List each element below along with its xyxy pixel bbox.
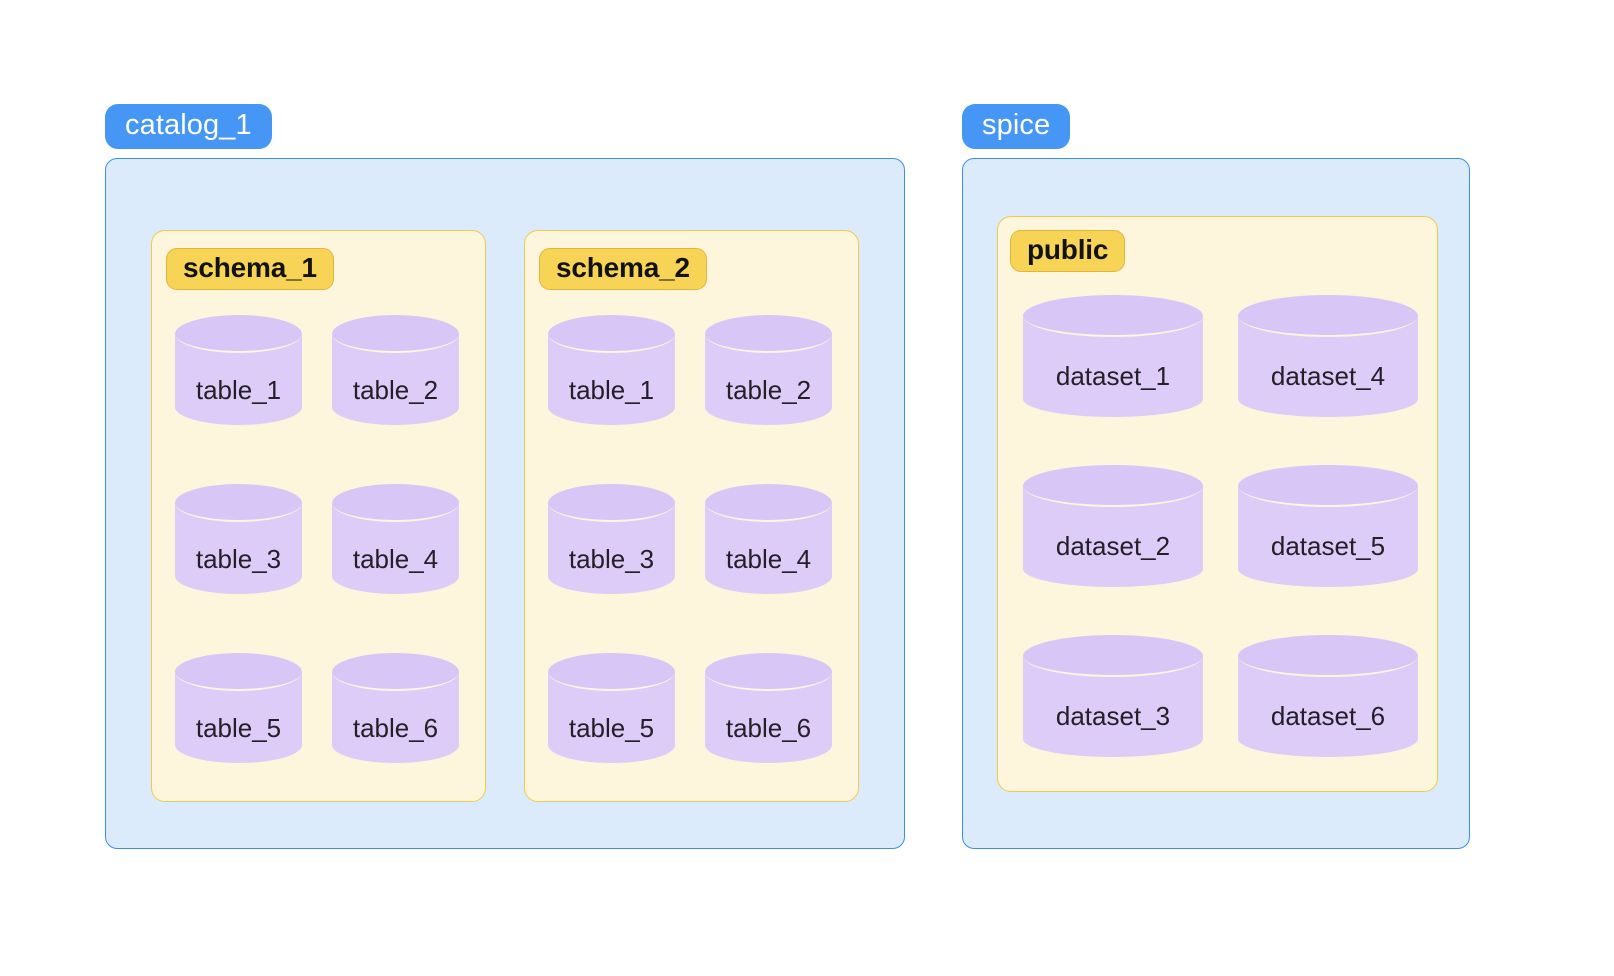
schema-badge-schema_2[interactable]: schema_2	[539, 248, 707, 290]
schema-badge-schema_1[interactable]: schema_1	[166, 248, 334, 290]
dataset-cylinder[interactable]: dataset_4	[1238, 295, 1418, 417]
cylinder-top-ellipse	[548, 315, 675, 353]
cylinder-top-ellipse	[332, 315, 459, 353]
schema-box-public[interactable]: public dataset_1 dataset_4 dataset_2	[997, 216, 1438, 792]
catalog-box-catalog_1[interactable]: schema_1 table_1 table_2 table_3	[105, 158, 905, 849]
cylinder-top-ellipse	[705, 653, 832, 691]
table-cylinder[interactable]: table_6	[332, 653, 459, 763]
table-cylinder[interactable]: table_3	[175, 484, 302, 594]
catalog-badge-spice[interactable]: spice	[962, 104, 1071, 149]
schema-box-schema_1[interactable]: schema_1 table_1 table_2 table_3	[151, 230, 486, 802]
cylinder-top-ellipse	[1023, 465, 1203, 507]
dataset-cylinder[interactable]: dataset_6	[1238, 635, 1418, 757]
cylinder-top-ellipse	[1238, 635, 1418, 677]
cylinder-top-ellipse	[175, 315, 302, 353]
catalog-badge-catalog_1[interactable]: catalog_1	[105, 104, 272, 149]
catalog-group-catalog_1: catalog_1 schema_1 table_1 table_2	[105, 104, 905, 849]
schema-badge-public[interactable]: public	[1010, 230, 1126, 272]
cylinder-top-ellipse	[705, 484, 832, 522]
cylinder-top-ellipse	[705, 315, 832, 353]
catalog-group-spice: spice public dataset_1 dataset_4	[962, 104, 1470, 849]
table-cylinder[interactable]: table_3	[548, 484, 675, 594]
cylinder-top-ellipse	[548, 484, 675, 522]
catalog-box-spice[interactable]: public dataset_1 dataset_4 dataset_2	[962, 158, 1470, 849]
cylinder-top-ellipse	[1023, 295, 1203, 337]
table-cylinder[interactable]: table_2	[705, 315, 832, 425]
cylinder-top-ellipse	[175, 484, 302, 522]
table-cylinder[interactable]: table_4	[705, 484, 832, 594]
table-cylinder[interactable]: table_5	[548, 653, 675, 763]
cylinder-top-ellipse	[332, 484, 459, 522]
cylinder-top-ellipse	[175, 653, 302, 691]
dataset-cylinder[interactable]: dataset_5	[1238, 465, 1418, 587]
cylinder-top-ellipse	[1238, 465, 1418, 507]
cylinder-top-ellipse	[548, 653, 675, 691]
table-cylinder[interactable]: table_4	[332, 484, 459, 594]
table-cylinder[interactable]: table_5	[175, 653, 302, 763]
table-cylinder[interactable]: table_1	[548, 315, 675, 425]
cylinder-top-ellipse	[1023, 635, 1203, 677]
table-cylinder[interactable]: table_2	[332, 315, 459, 425]
schema-box-schema_2[interactable]: schema_2 table_1 table_2 table_3	[524, 230, 859, 802]
dataset-cylinder[interactable]: dataset_1	[1023, 295, 1203, 417]
cylinder-top-ellipse	[1238, 295, 1418, 337]
table-cylinder[interactable]: table_6	[705, 653, 832, 763]
dataset-cylinder[interactable]: dataset_3	[1023, 635, 1203, 757]
cylinder-top-ellipse	[332, 653, 459, 691]
dataset-cylinder[interactable]: dataset_2	[1023, 465, 1203, 587]
table-cylinder[interactable]: table_1	[175, 315, 302, 425]
